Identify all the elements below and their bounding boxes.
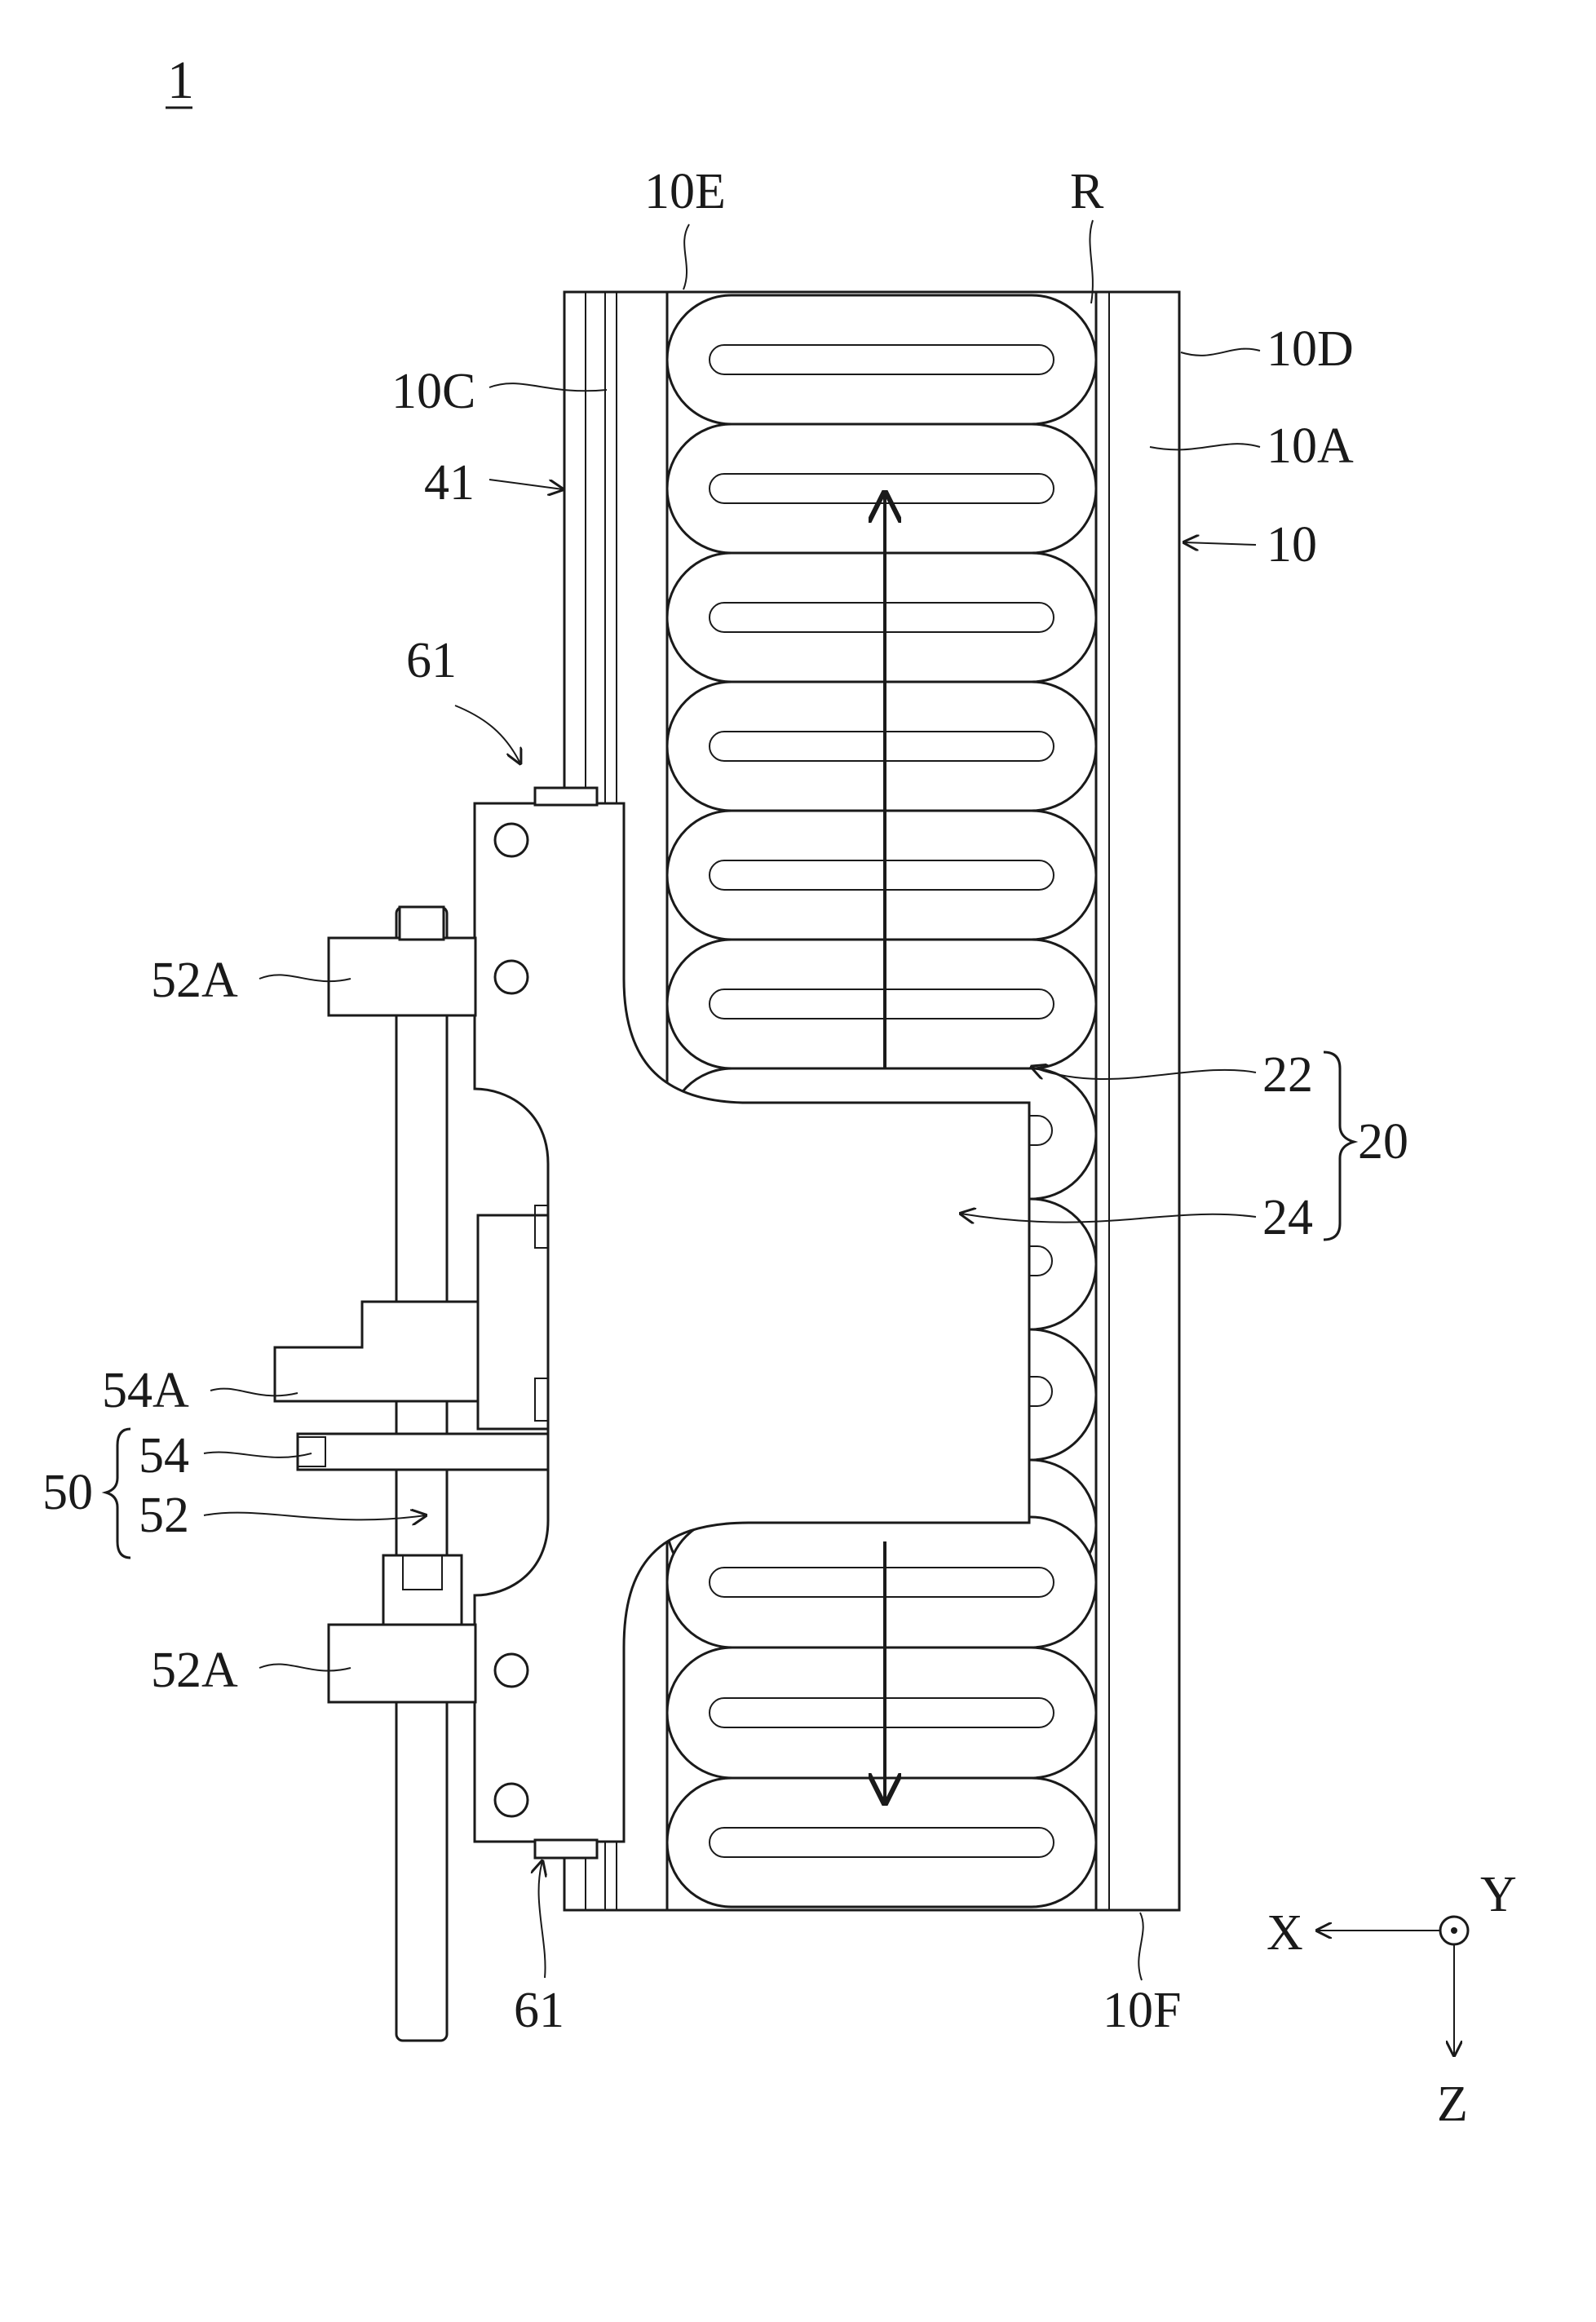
label-10f: 10F	[1103, 1983, 1181, 2038]
label-52a-top: 52A	[151, 953, 238, 1008]
axis-y-label: Y	[1480, 1867, 1517, 1922]
label-10a: 10A	[1267, 418, 1354, 474]
leader-41	[489, 480, 563, 489]
label-22: 22	[1262, 1047, 1313, 1103]
label-20: 20	[1358, 1114, 1408, 1170]
coordinate-axes: X Y Z	[1267, 1867, 1517, 2132]
label-54: 54	[139, 1428, 189, 1484]
leader-10	[1184, 542, 1256, 545]
label-52a-bottom: 52A	[151, 1643, 238, 1698]
brace-20	[1324, 1052, 1354, 1240]
label-50: 50	[42, 1465, 93, 1520]
shaft-52	[396, 907, 447, 2041]
figure-number: 1	[167, 51, 194, 110]
label-41: 41	[424, 455, 475, 511]
axis-x-label: X	[1267, 1905, 1303, 1961]
label-24: 24	[1262, 1190, 1313, 1245]
bracket-52a-top	[329, 938, 475, 1015]
shaft-end-cap	[400, 907, 444, 940]
label-10e: 10E	[644, 164, 726, 219]
coil-upper	[667, 295, 1096, 1068]
coil-lower	[667, 1517, 1096, 1907]
label-10c: 10C	[391, 364, 475, 419]
bracket-52a-bottom	[329, 1625, 475, 1702]
label-r: R	[1070, 164, 1104, 219]
label-54a: 54A	[102, 1363, 189, 1418]
axis-z-label: Z	[1437, 2077, 1468, 2132]
label-61-top: 61	[406, 633, 457, 688]
label-61-bottom: 61	[514, 1983, 564, 2038]
brace-50	[106, 1429, 130, 1558]
label-52: 52	[139, 1488, 189, 1543]
label-10: 10	[1267, 517, 1317, 573]
label-10d: 10D	[1267, 321, 1354, 377]
